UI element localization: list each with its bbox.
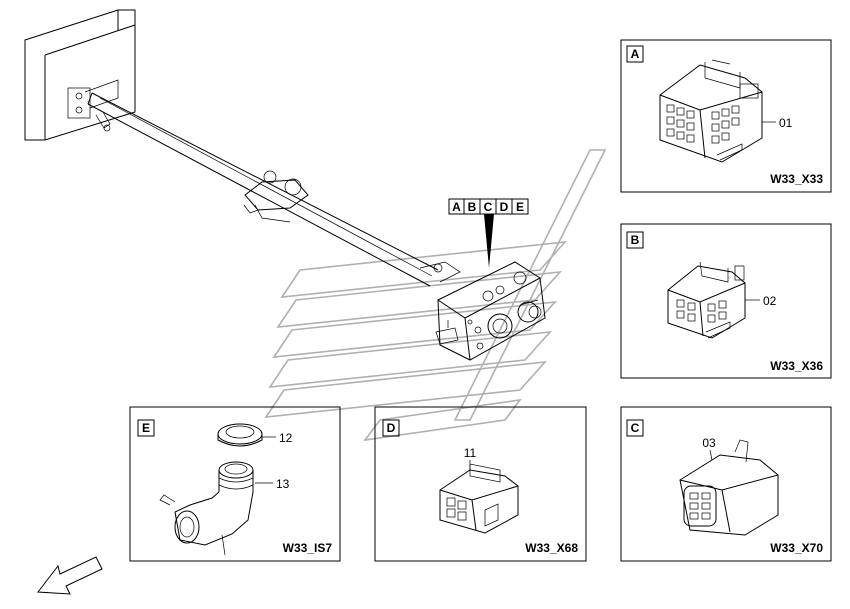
panel-a-connector-code: W33_X33 <box>770 172 823 186</box>
panel-d-part-number: 11 <box>464 446 477 460</box>
front-direction-arrow-icon <box>37 556 103 595</box>
callout-letter-e: E <box>516 200 524 214</box>
panel-e-part-number-12: 12 <box>279 431 293 445</box>
elbow-fitting-drawing <box>159 461 254 556</box>
panel-a: A 01 W33_X33 <box>620 39 832 193</box>
panel-d-letter: D <box>387 421 396 435</box>
panel-c: C 03 W33_X70 <box>620 406 832 562</box>
panel-d: D 11 W33_X68 <box>374 406 587 562</box>
panel-b: B 02 W33_X36 <box>620 223 832 379</box>
cab-mount-housing <box>24 9 136 141</box>
panel-c-part-number: 03 <box>702 436 716 450</box>
callout-letter-b: B <box>468 200 477 214</box>
connector-c-drawing <box>679 439 779 536</box>
callout-letter-a: A <box>452 200 461 214</box>
panel-e-letter: E <box>142 421 150 435</box>
control-switch-unit <box>435 261 546 361</box>
panel-a-part-number: 01 <box>779 116 793 130</box>
panel-e-part-number-13: 13 <box>276 477 290 491</box>
panel-c-connector-code: W33_X70 <box>770 541 823 555</box>
callout-letter-c: C <box>484 200 493 214</box>
panel-e-connector-code: W33_IS7 <box>283 541 333 555</box>
connector-d-drawing <box>439 463 519 534</box>
panel-a-letter: A <box>631 47 640 61</box>
panel-b-letter: B <box>631 233 640 247</box>
panel-c-letter: C <box>631 421 640 435</box>
callout-pointer <box>484 214 494 268</box>
callout-letter-strip: A B C D E <box>448 198 529 268</box>
support-arm <box>87 92 461 287</box>
connector-a-drawing <box>659 59 763 163</box>
nut-drawing <box>217 423 263 447</box>
panel-b-part-number: 02 <box>763 294 777 308</box>
logo-watermark <box>264 149 607 442</box>
panel-e: E 12 13 W33_IS7 <box>129 406 341 562</box>
connector-b-drawing <box>667 261 746 339</box>
panel-d-connector-code: W33_X68 <box>525 541 578 555</box>
callout-letter-d: D <box>500 200 509 214</box>
panel-b-connector-code: W33_X36 <box>770 359 823 373</box>
